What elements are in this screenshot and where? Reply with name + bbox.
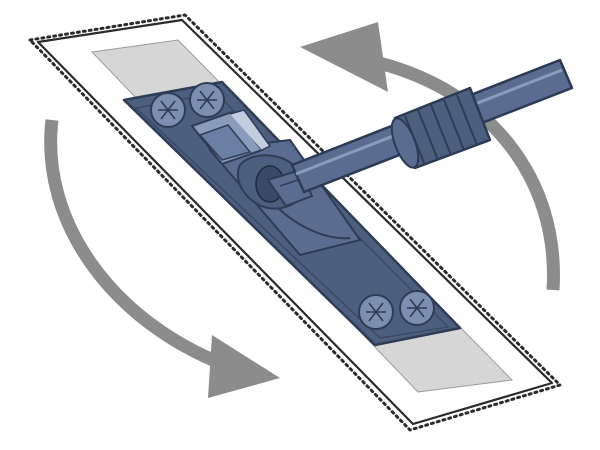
rotate-arrow-right-icon (300, 22, 560, 291)
frame-buttons (150, 82, 435, 330)
button-icon (150, 92, 186, 128)
button-icon (358, 294, 394, 330)
button-icon (399, 290, 435, 326)
frame-clip (190, 109, 272, 166)
button-icon (189, 82, 225, 118)
handle-collar (390, 86, 492, 170)
mop-handle (290, 58, 574, 194)
rotate-arrow-left-icon (44, 119, 280, 398)
